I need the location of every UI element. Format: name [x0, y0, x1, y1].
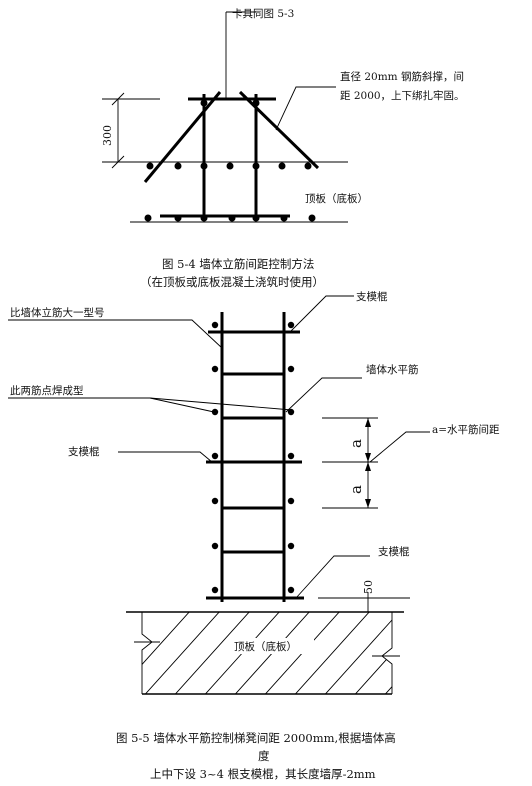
dim-a-upper-label: a: [347, 439, 365, 448]
figure-5-5: 支模棍 比墙体立筋大一型号 墙体水平筋 此两筋点焊成型 支模棍 支模棍 a a …: [8, 290, 500, 781]
figure-5-4-caption: 图 5-4 墙体立筋间距控制方法: [162, 257, 314, 271]
figure-5-5-caption-line1: 图 5-5 墙体水平筋控制梯凳间距 2000mm,根据墙体高: [116, 731, 396, 745]
spacing-def-label: a=水平筋间距: [432, 423, 500, 436]
slab-label: 顶板（底板）: [305, 192, 368, 205]
horizontal-bar-label: 墙体水平筋: [366, 363, 419, 376]
bigger-bar-label: 比墙体立筋大一型号: [10, 306, 105, 319]
diagonal-brace-right: [238, 90, 320, 170]
support-left-label: 支模棍: [68, 445, 100, 458]
weld-leader-2: [149, 397, 293, 411]
diagonal-brace-left: [143, 91, 222, 183]
clamp-label: 卡具同图 5-3: [232, 7, 294, 20]
support-bottom-label: 支模棍: [378, 545, 410, 558]
weld-leader-1: [8, 397, 215, 413]
concrete-slab: [126, 611, 404, 695]
dim-tick: [111, 92, 125, 106]
dim-50-label: 50: [362, 580, 375, 594]
lower-rebar-dots: [144, 214, 316, 222]
ladder-rebar-dots: [211, 321, 295, 594]
support-bottom-leader: [295, 555, 370, 599]
dim-a-arrow: [365, 462, 371, 471]
figure-5-5-caption-line2: 度: [258, 749, 270, 763]
spacing-def-leader: [369, 431, 430, 463]
rebar-dot: [252, 99, 260, 107]
brace-label-line1: 直径 20mm 钢筋斜撑，间: [340, 70, 464, 83]
upper-rebar-dots: [146, 162, 312, 170]
dim-a-lower-label: a: [347, 485, 365, 494]
slab-break-left: [141, 612, 153, 694]
figure-5-5-caption-line3: 上中下设 3~4 根支模棍，其长度墙厚-2mm: [150, 767, 376, 781]
dim-300-label: 300: [101, 125, 114, 146]
rebar-dot: [200, 99, 208, 107]
brace-label-line2: 距 2000，上下绑扎牢固。: [340, 89, 465, 102]
support-top-label: 支模棍: [356, 290, 388, 303]
dim-a-arrow: [365, 499, 371, 508]
horizontal-bar-leader: [285, 377, 362, 413]
dim-a-arrow: [365, 418, 371, 427]
slab-break-right: [381, 612, 393, 694]
figure-5-4: 卡具同图 5-3 直径 20mm 钢筋斜撑，间 距 2000，上下绑扎牢固。 3…: [101, 7, 465, 289]
weld-label: 此两筋点焊成型: [10, 384, 84, 397]
support-left-leader: [118, 451, 213, 463]
figure-5-4-subcaption: （在顶板或底板混凝土浇筑时使用）: [140, 275, 324, 289]
slab-label-5-5: 顶板（底板）: [234, 640, 297, 653]
dim-a-arrow: [365, 453, 371, 462]
brace-leader-line: [275, 86, 336, 131]
ladder-rungs: [222, 372, 284, 554]
support-top-leader: [289, 295, 354, 333]
bigger-bar-leader: [8, 319, 223, 349]
